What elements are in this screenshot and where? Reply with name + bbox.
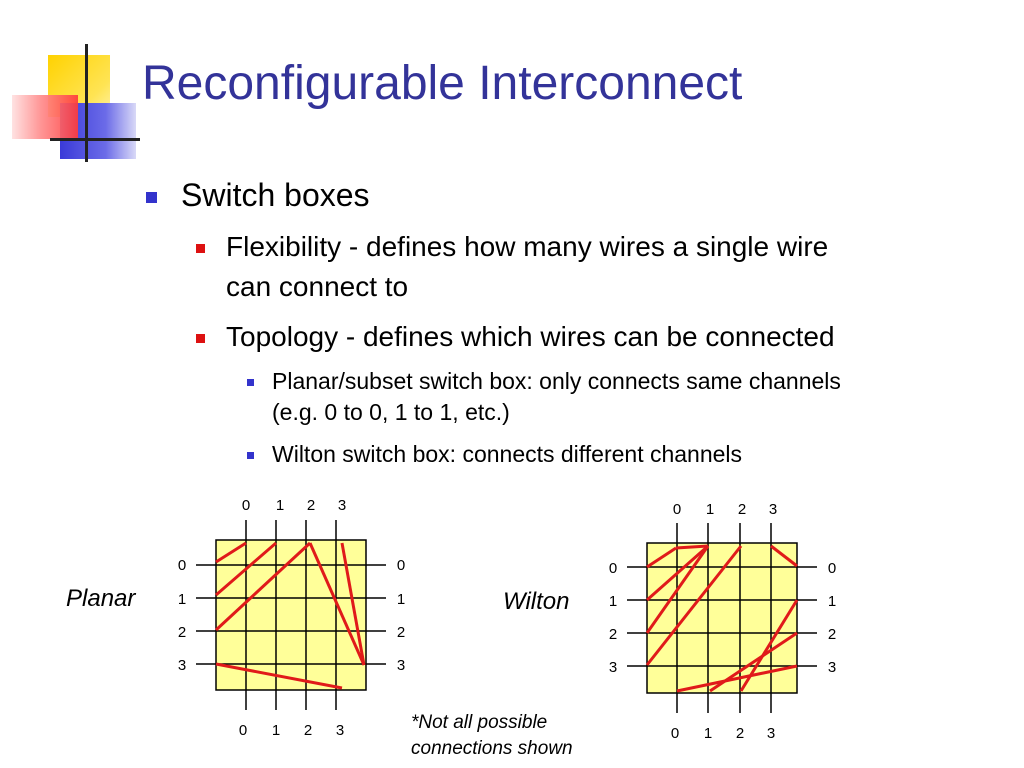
wilton-connection [645,545,710,634]
wilton-connection [646,546,677,569]
wilton-right-label: 3 [828,659,836,676]
planar-left-label: 3 [178,657,186,674]
wilton-right-label: 0 [828,560,836,577]
planar-left-label: 0 [178,557,186,574]
bullet-topology: Topology - defines which wires can be co… [226,321,835,352]
wilton-connection [645,545,743,666]
planar-right-label: 0 [397,557,405,574]
wilton-left-label: 1 [609,593,617,610]
wilton-switch-box: 0 1 2 3 0 1 2 3 0 1 2 3 0 1 2 3 [609,501,836,742]
planar-top-label: 3 [338,497,346,514]
planar-bottom-label: 2 [304,722,312,739]
wilton-top-label: 2 [738,501,746,518]
wilton-connection [646,544,709,602]
planar-left-label: 2 [178,624,186,641]
footnote-line1: *Not all possible [411,712,548,733]
wilton-bottom-label: 0 [671,725,679,742]
decor-vertical-bar [85,44,88,162]
planar-connection [215,541,277,597]
wilton-label: Wilton [503,588,570,615]
planar-connection [215,662,343,690]
planar-box [215,539,367,691]
planar-connection [214,541,312,632]
wilton-bottom-label: 1 [704,725,712,742]
planar-right-label: 1 [397,591,405,608]
wilton-box [646,542,798,694]
planar-top-label: 1 [276,497,284,514]
wilton-top-label: 1 [706,501,714,518]
wilton-connection [709,631,798,693]
planar-bottom-label: 3 [336,722,344,739]
planar-top-label: 0 [242,497,250,514]
planar-connection [308,542,366,666]
planar-top-label: 2 [307,497,315,514]
wilton-left-label: 3 [609,659,617,676]
wilton-connection [770,544,798,568]
footnote-line2: connections shown [411,738,573,759]
slide-title: Reconfigurable Interconnect [142,57,743,110]
wilton-left-label: 2 [609,626,617,643]
wilton-right-label: 1 [828,593,836,610]
planar-bottom-label: 1 [272,722,280,739]
planar-right-label: 2 [397,624,405,641]
bullet-planar-line2: (e.g. 0 to 0, 1 to 1, etc.) [272,399,510,425]
wilton-left-label: 0 [609,560,617,577]
bullet-marker-l3 [247,452,254,459]
wilton-connection [676,664,798,693]
wilton-top-label: 3 [769,501,777,518]
planar-bottom-label: 0 [239,722,247,739]
wilton-right-label: 2 [828,626,836,643]
planar-right-label: 3 [397,657,405,674]
wilton-connection [675,544,709,550]
wilton-connection [739,599,799,692]
planar-switch-box: 0 1 2 3 0 1 2 3 0 1 2 3 0 1 2 3 [178,497,405,739]
bullet-marker-l3 [247,379,254,386]
bullet-marker-l1 [146,192,157,203]
wilton-top-label: 0 [673,501,681,518]
wilton-bottom-label: 2 [736,725,744,742]
planar-connection [215,541,247,564]
wilton-bottom-label: 3 [767,725,775,742]
bullet-flexibility-line2: can connect to [226,271,409,302]
planar-left-label: 1 [178,591,186,608]
bullet-switch-boxes: Switch boxes [181,177,370,213]
planar-label: Planar [66,585,136,612]
bullet-marker-l2 [196,244,205,253]
decor-horizontal-bar [50,138,140,141]
bullet-wilton: Wilton switch box: connects different ch… [272,441,743,467]
bullet-flexibility-line1: Flexibility - defines how many wires a s… [226,231,829,262]
planar-connection [340,542,366,666]
decor-red-square [12,95,78,139]
bullet-planar-line1: Planar/subset switch box: only connects … [272,368,841,394]
bullet-marker-l2 [196,334,205,343]
